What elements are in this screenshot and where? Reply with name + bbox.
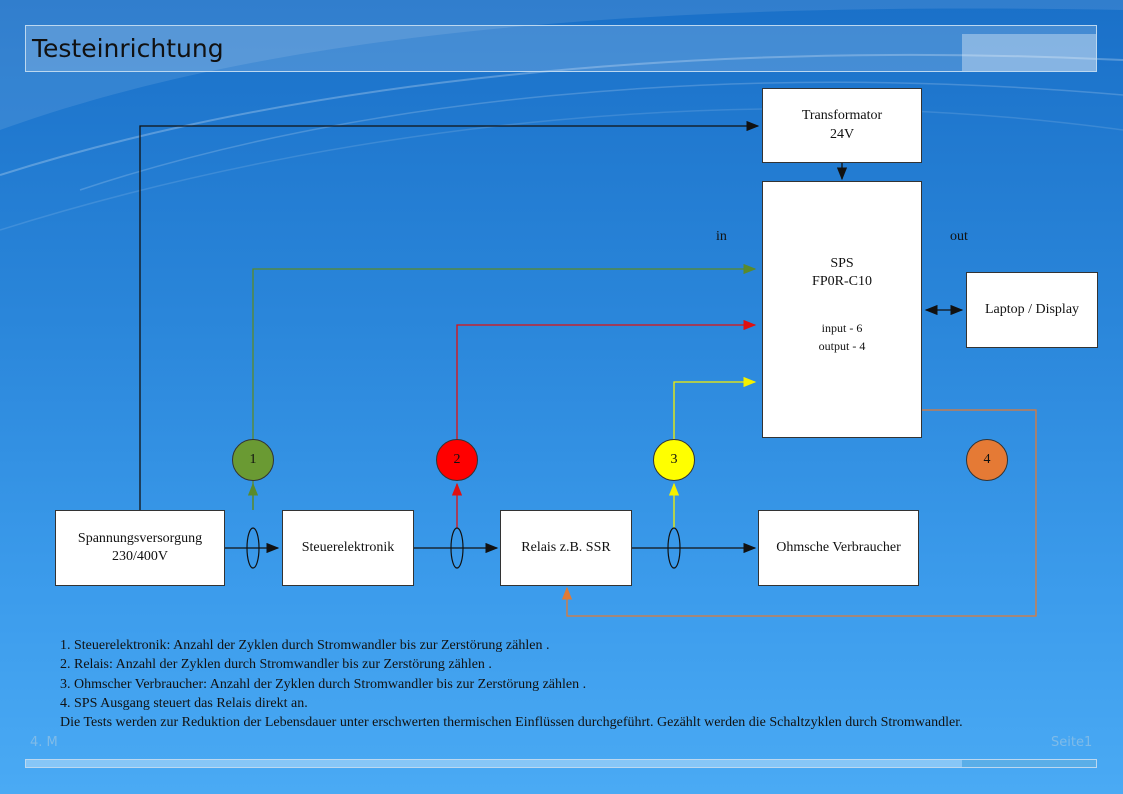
marker-3-label: 3 (670, 452, 678, 467)
note-3: 3. Ohmscher Verbraucher: Anzahl der Zykl… (60, 676, 587, 692)
note-4: 4. SPS Ausgang steuert das Relais direkt… (60, 695, 308, 711)
sps-input-count: input - 6 (821, 321, 863, 336)
current-transformer-1 (246, 527, 260, 569)
marker-1-label: 1 (249, 452, 257, 467)
red-signal-line (456, 319, 757, 442)
notes-block: 1. Steuerelektronik: Anzahl der Zyklen d… (60, 636, 1020, 732)
yellow-signal-line (673, 376, 757, 442)
current-transformer-3 (667, 527, 681, 569)
note-1: 1. Steuerelektronik: Anzahl der Zyklen d… (60, 638, 550, 653)
steuerelektronik-label: Steuerelektronik (301, 539, 395, 555)
title-bar: Testeinrichtung (25, 25, 1097, 72)
footer-left-text: 4. M (30, 735, 58, 750)
page-title: Testeinrichtung (32, 34, 224, 63)
supply-to-transformer-line (139, 120, 760, 510)
transformator-box: Transformator 24V (762, 88, 922, 163)
laptop-display-box: Laptop / Display (966, 272, 1098, 348)
current-transformer-2 (450, 527, 464, 569)
green-signal-line (252, 263, 757, 510)
transformator-label: Transformator 24V (801, 108, 883, 142)
marker-3: 3 (653, 439, 695, 481)
spannungsversorgung-box: Spannungsversorgung 230/400V (55, 510, 225, 586)
sps-title: SPS FP0R-C10 (812, 256, 872, 290)
laptop-display-label: Laptop / Display (984, 301, 1080, 317)
sps-box: SPS FP0R-C10 input - 6 output - 4 (762, 181, 922, 438)
ohmsche-verbraucher-label: Ohmsche Verbraucher (776, 539, 901, 555)
marker-4: 4 (966, 439, 1008, 481)
steuerelektronik-box: Steuerelektronik (282, 510, 414, 586)
sps-in-label: in (716, 229, 727, 244)
marker-4-label: 4 (983, 452, 991, 467)
sps-output-count: output - 4 (818, 339, 866, 354)
page-number: Seite1 (1051, 735, 1093, 750)
spannungsversorgung-label: Spannungsversorgung 230/400V (77, 530, 203, 564)
relais-box: Relais z.B. SSR (500, 510, 632, 586)
note-2: 2. Relais: Anzahl der Zyklen durch Strom… (60, 657, 492, 673)
sps-out-label: out (950, 229, 968, 244)
orange-control-line (561, 409, 1037, 617)
note-summary: Die Tests werden zur Reduktion der Leben… (60, 715, 963, 731)
marker-2-label: 2 (453, 452, 461, 467)
marker-1: 1 (232, 439, 274, 481)
ohmsche-verbraucher-box: Ohmsche Verbraucher (758, 510, 919, 586)
footer-accent (962, 760, 1096, 767)
footer-bar (25, 759, 1097, 768)
marker-2: 2 (436, 439, 478, 481)
title-accent (962, 34, 1096, 71)
relais-label: Relais z.B. SSR (521, 539, 611, 555)
